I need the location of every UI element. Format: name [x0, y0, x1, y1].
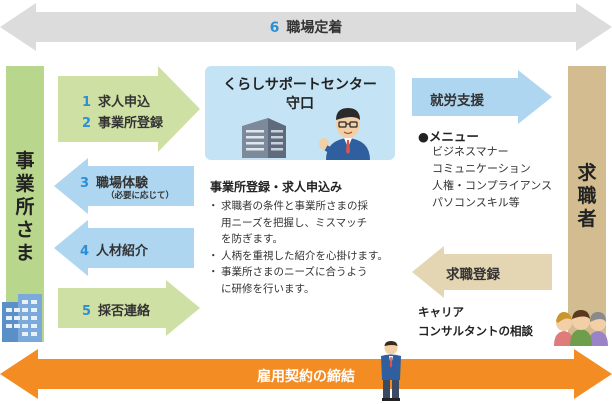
menu-item: パソコンスキル等	[432, 196, 520, 209]
arrow-step-5	[58, 280, 200, 336]
top-arrow-number: 6	[269, 20, 280, 36]
employment-support-label: 就労支援	[430, 93, 484, 109]
menu-item: ビジネスマナー	[432, 145, 509, 158]
menu-item: コミュニケーション	[432, 162, 531, 175]
arrow-step-3	[54, 158, 194, 214]
businessman-icon	[381, 341, 401, 401]
job-seekers-group-icon	[554, 310, 608, 346]
job-seeker-registration-label: 求職登録	[446, 267, 500, 283]
arrow-employment-support	[412, 70, 552, 124]
arrow-step-4	[54, 220, 194, 276]
description-list: 求職者の条件と事業所さまの採 用ニーズを把握し、ミスマッチ を防ぎます。 人柄を…	[208, 198, 410, 297]
description-item: 事業所さまのニーズに合うよう に研修を行います。	[208, 264, 410, 297]
right-column	[568, 66, 606, 342]
top-arrow-label: 6 職場定着	[0, 17, 612, 37]
right-column-label: 求 職 者	[577, 162, 597, 230]
menu-list: ビジネスマナー コミュニケーション 人権・コンプライアンス パソコンスキル等	[432, 143, 552, 211]
left-column-label: 事 業 所 さ ま	[15, 150, 35, 264]
arrow-job-seeker-registration	[412, 246, 552, 298]
center-title: くらしサポートセンター 守口	[223, 77, 377, 112]
top-arrow	[0, 3, 612, 51]
office-building-icon	[2, 294, 42, 342]
building-icon	[242, 118, 286, 158]
description-item: 人柄を重視した紹介を心掛けます。	[208, 248, 410, 265]
top-arrow-text: 職場定着	[286, 20, 343, 36]
menu-item: 人権・コンプライアンス	[432, 179, 553, 192]
description-item: 求職者の条件と事業所さまの採 用ニーズを把握し、ミスマッチ を防ぎます。	[208, 198, 410, 248]
career-consultant-text: キャリア コンサルタントの相談	[418, 305, 533, 338]
bottom-arrow	[0, 349, 612, 399]
step-3-note: （必要に応じて）	[106, 191, 175, 201]
staff-person-icon	[319, 108, 370, 160]
arrow-step-1-2	[58, 66, 200, 152]
menu-title: ●メニュー	[418, 129, 479, 144]
bottom-arrow-label: 雇用契約の締結	[257, 369, 355, 385]
description-title: 事業所登録・求人申込み	[210, 180, 343, 194]
